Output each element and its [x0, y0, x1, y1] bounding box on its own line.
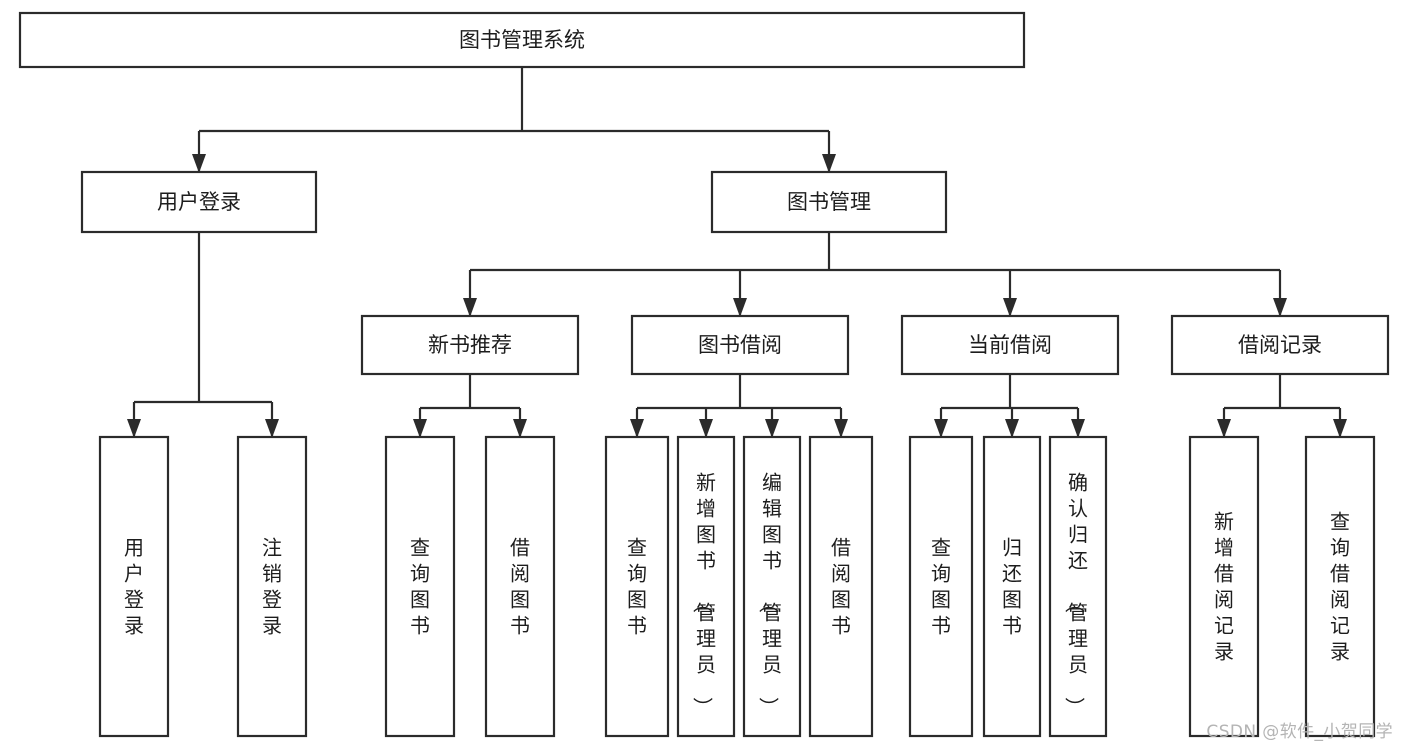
- arrow-icon-book-manage: [822, 154, 836, 173]
- arrow-icon-book-borrow: [733, 298, 747, 317]
- node-box-leaf-return-book: [982, 435, 1042, 738]
- node-box-leaf-borrow-book-1: [484, 435, 556, 738]
- node-box-user-login: [80, 170, 318, 234]
- node-label-borrow-record: 借阅记录: [1238, 333, 1322, 357]
- node-leaf-borrow-book-2[interactable]: 借阅图书: [808, 435, 874, 738]
- node-user-login[interactable]: 用户登录: [80, 170, 318, 234]
- node-label-new-book-recommend: 新书推荐: [428, 333, 512, 357]
- node-leaf-confirm-return[interactable]: 确认归还（管理员）: [1048, 435, 1108, 738]
- node-label-leaf-add-book: 新增图书（管理员）: [691, 470, 716, 717]
- edge-group-book-manage: [463, 232, 1287, 317]
- arrow-icon-leaf-add-record: [1217, 419, 1231, 438]
- edge-group-book-borrow: [630, 374, 848, 438]
- edge-group-borrow-record: [1217, 374, 1347, 438]
- arrow-icon-leaf-user-logout: [265, 419, 279, 438]
- arrow-icon-leaf-edit-book: [765, 419, 779, 438]
- edge-group-current-borrow: [934, 374, 1085, 438]
- arrow-icon-leaf-borrow-book-1: [513, 419, 527, 438]
- node-leaf-user-login[interactable]: 用户登录: [98, 435, 170, 738]
- node-leaf-borrow-book-1[interactable]: 借阅图书: [484, 435, 556, 738]
- node-leaf-edit-book[interactable]: 编辑图书（管理员）: [742, 435, 802, 738]
- node-box-leaf-confirm-return: [1048, 435, 1108, 738]
- arrow-icon-leaf-return-book: [1005, 419, 1019, 438]
- arrow-icon-leaf-query-book-2: [630, 419, 644, 438]
- arrow-icon-current-borrow: [1003, 298, 1017, 317]
- node-label-current-borrow: 当前借阅: [968, 333, 1052, 357]
- node-leaf-query-book-2[interactable]: 查询图书: [604, 435, 670, 738]
- node-label-leaf-user-login: 用户登录: [124, 535, 144, 637]
- node-book-borrow[interactable]: 图书借阅: [630, 314, 850, 376]
- node-label-user-login: 用户登录: [157, 190, 241, 214]
- node-label-book-borrow: 图书借阅: [698, 333, 782, 357]
- edge-group-new-book-recommend: [413, 374, 527, 438]
- node-box-leaf-query-record: [1304, 435, 1376, 738]
- edge-group-user-login: [127, 232, 279, 438]
- node-leaf-query-record[interactable]: 查询借阅记录: [1304, 435, 1376, 738]
- node-box-borrow-record: [1170, 314, 1390, 376]
- node-box-leaf-user-login: [98, 435, 170, 738]
- node-label-leaf-borrow-book-2: 借阅图书: [831, 535, 851, 637]
- arrow-icon-leaf-query-record: [1333, 419, 1347, 438]
- arrow-icon-new-book-recommend: [463, 298, 477, 317]
- node-root[interactable]: 图书管理系统: [18, 11, 1026, 69]
- node-box-leaf-user-logout: [236, 435, 308, 738]
- node-box-leaf-add-book: [676, 435, 736, 738]
- edge-group-root: [192, 67, 836, 173]
- arrow-icon-leaf-confirm-return: [1071, 419, 1085, 438]
- node-leaf-user-logout[interactable]: 注销登录: [236, 435, 308, 738]
- arrow-icon-leaf-user-login: [127, 419, 141, 438]
- node-leaf-add-record[interactable]: 新增借阅记录: [1188, 435, 1260, 738]
- node-box-current-borrow: [900, 314, 1120, 376]
- node-label-book-manage: 图书管理: [787, 190, 871, 214]
- arrow-icon-leaf-query-book-1: [413, 419, 427, 438]
- node-new-book-recommend[interactable]: 新书推荐: [360, 314, 580, 376]
- node-label-leaf-query-book-2: 查询图书: [627, 535, 647, 637]
- node-box-new-book-recommend: [360, 314, 580, 376]
- arrow-icon-leaf-borrow-book-2: [834, 419, 848, 438]
- node-box-leaf-add-record: [1188, 435, 1260, 738]
- node-box-leaf-query-book-1: [384, 435, 456, 738]
- arrow-icon-leaf-add-book: [699, 419, 713, 438]
- node-label-leaf-return-book: 归还图书: [1002, 535, 1022, 637]
- node-label-leaf-edit-book: 编辑图书（管理员）: [757, 470, 782, 717]
- node-box-book-manage: [710, 170, 948, 234]
- node-box-leaf-query-book-2: [604, 435, 670, 738]
- node-leaf-query-book-3[interactable]: 查询图书: [908, 435, 974, 738]
- node-label-leaf-user-logout: 注销登录: [262, 535, 282, 637]
- node-box-root: [18, 11, 1026, 69]
- node-label-leaf-query-book-1: 查询图书: [410, 535, 430, 637]
- node-label-leaf-confirm-return: 确认归还（管理员）: [1063, 470, 1088, 717]
- node-leaf-query-book-1[interactable]: 查询图书: [384, 435, 456, 738]
- node-borrow-record[interactable]: 借阅记录: [1170, 314, 1390, 376]
- node-label-leaf-query-book-3: 查询图书: [931, 535, 951, 637]
- node-box-leaf-borrow-book-2: [808, 435, 874, 738]
- arrow-icon-leaf-query-book-3: [934, 419, 948, 438]
- node-layer: 图书管理系统用户登录图书管理新书推荐图书借阅当前借阅借阅记录用户登录注销登录查询…: [18, 11, 1390, 738]
- node-leaf-return-book[interactable]: 归还图书: [982, 435, 1042, 738]
- node-leaf-add-book[interactable]: 新增图书（管理员）: [676, 435, 736, 738]
- node-current-borrow[interactable]: 当前借阅: [900, 314, 1120, 376]
- connector-layer: [127, 67, 1347, 438]
- node-book-manage[interactable]: 图书管理: [710, 170, 948, 234]
- node-label-root: 图书管理系统: [459, 28, 585, 52]
- csdn-watermark: CSDN @软件_小贺同学: [1206, 722, 1393, 742]
- arrow-icon-borrow-record: [1273, 298, 1287, 317]
- node-box-book-borrow: [630, 314, 850, 376]
- arrow-icon-user-login: [192, 154, 206, 173]
- node-label-leaf-borrow-book-1: 借阅图书: [510, 535, 530, 637]
- node-box-leaf-query-book-3: [908, 435, 974, 738]
- node-label-leaf-add-record: 新增借阅记录: [1214, 509, 1234, 663]
- node-label-leaf-query-record: 查询借阅记录: [1330, 509, 1350, 663]
- node-box-leaf-edit-book: [742, 435, 802, 738]
